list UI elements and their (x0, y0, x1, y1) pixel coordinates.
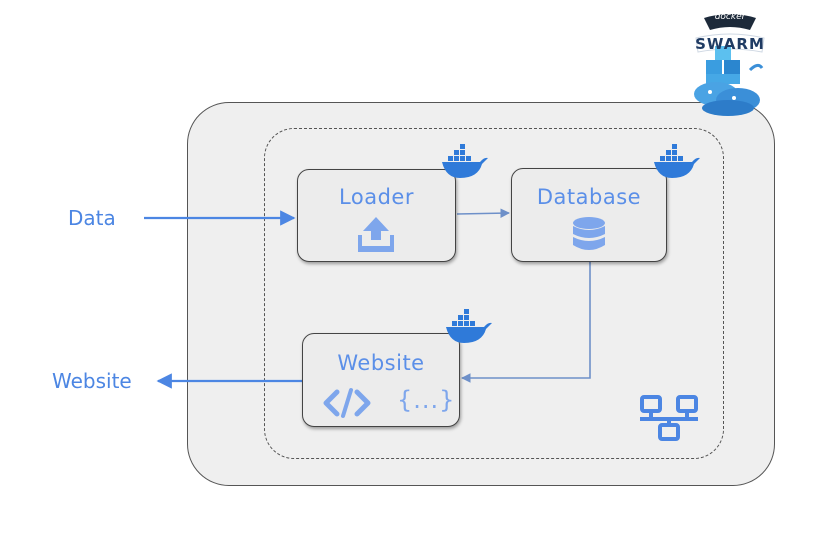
code-icon (323, 388, 371, 418)
loader-title: Loader (339, 185, 414, 209)
upload-icon (358, 217, 394, 252)
website-output-label: Website (52, 369, 132, 393)
database-title: Database (536, 185, 642, 209)
swarm-logo-text: SWARM (695, 35, 765, 53)
docker-icon-database (654, 144, 700, 178)
overlay-network-boundary (264, 128, 724, 459)
database-service[interactable]: Database (511, 168, 667, 262)
json-braces-icon: {...} (397, 386, 456, 414)
docker-icon-loader (442, 144, 488, 178)
loader-service[interactable]: Loader (297, 169, 456, 262)
database-to-website-arrow (461, 262, 591, 383)
website-service[interactable]: Website {...} (302, 333, 460, 427)
docker-logo-text: docker (714, 12, 746, 22)
database-icon (573, 217, 605, 250)
website-title: Website (337, 351, 425, 375)
docker-icon-website (446, 309, 492, 343)
data-input-label: Data (68, 206, 116, 230)
network-icon (640, 395, 698, 441)
loader-to-database-arrow (456, 208, 510, 218)
docker-swarm-logo: docker SWARM (690, 8, 770, 118)
docker-swarm-logo-art (694, 14, 765, 116)
